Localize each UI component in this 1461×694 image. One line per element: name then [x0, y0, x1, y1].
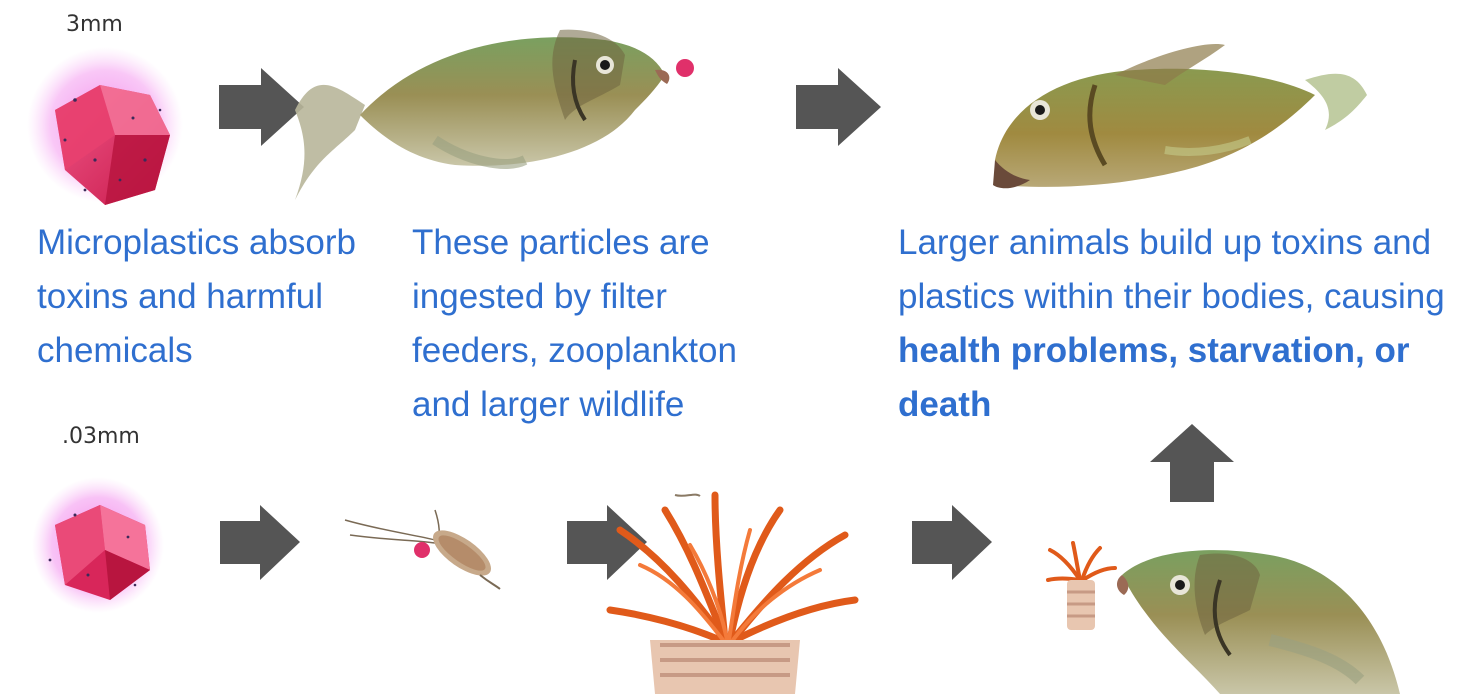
- fish-eating-particle-icon: [275, 10, 705, 210]
- caption-particles-ingested: These particles are ingested by filter f…: [412, 216, 797, 432]
- caption-larger-animals-emphasis: health problems, starvation, or death: [898, 331, 1410, 424]
- arrow-right-icon: [796, 68, 881, 146]
- size-label-03mm: .03mm: [62, 424, 140, 449]
- zooplankton-icon: [340, 505, 505, 590]
- arrow-right-icon: [912, 505, 992, 580]
- caption-microplastics-absorb: Microplastics absorb toxins and harmful …: [37, 216, 397, 378]
- arrow-right-icon: [220, 505, 300, 580]
- small-tube-worm-icon: [1045, 540, 1120, 630]
- size-label-3mm: 3mm: [66, 12, 123, 37]
- dead-fish-icon: [985, 40, 1370, 200]
- fish-eating-worm-icon: [1110, 540, 1400, 694]
- caption-larger-animals: Larger animals build up toxins and plast…: [898, 216, 1453, 432]
- microplastic-particle-large-icon: [25, 40, 185, 205]
- microplastic-particle-small-icon: [30, 475, 165, 615]
- tube-worm-icon: [605, 490, 860, 694]
- caption-larger-animals-text: Larger animals build up toxins and plast…: [898, 223, 1445, 316]
- arrow-up-icon: [1150, 424, 1234, 502]
